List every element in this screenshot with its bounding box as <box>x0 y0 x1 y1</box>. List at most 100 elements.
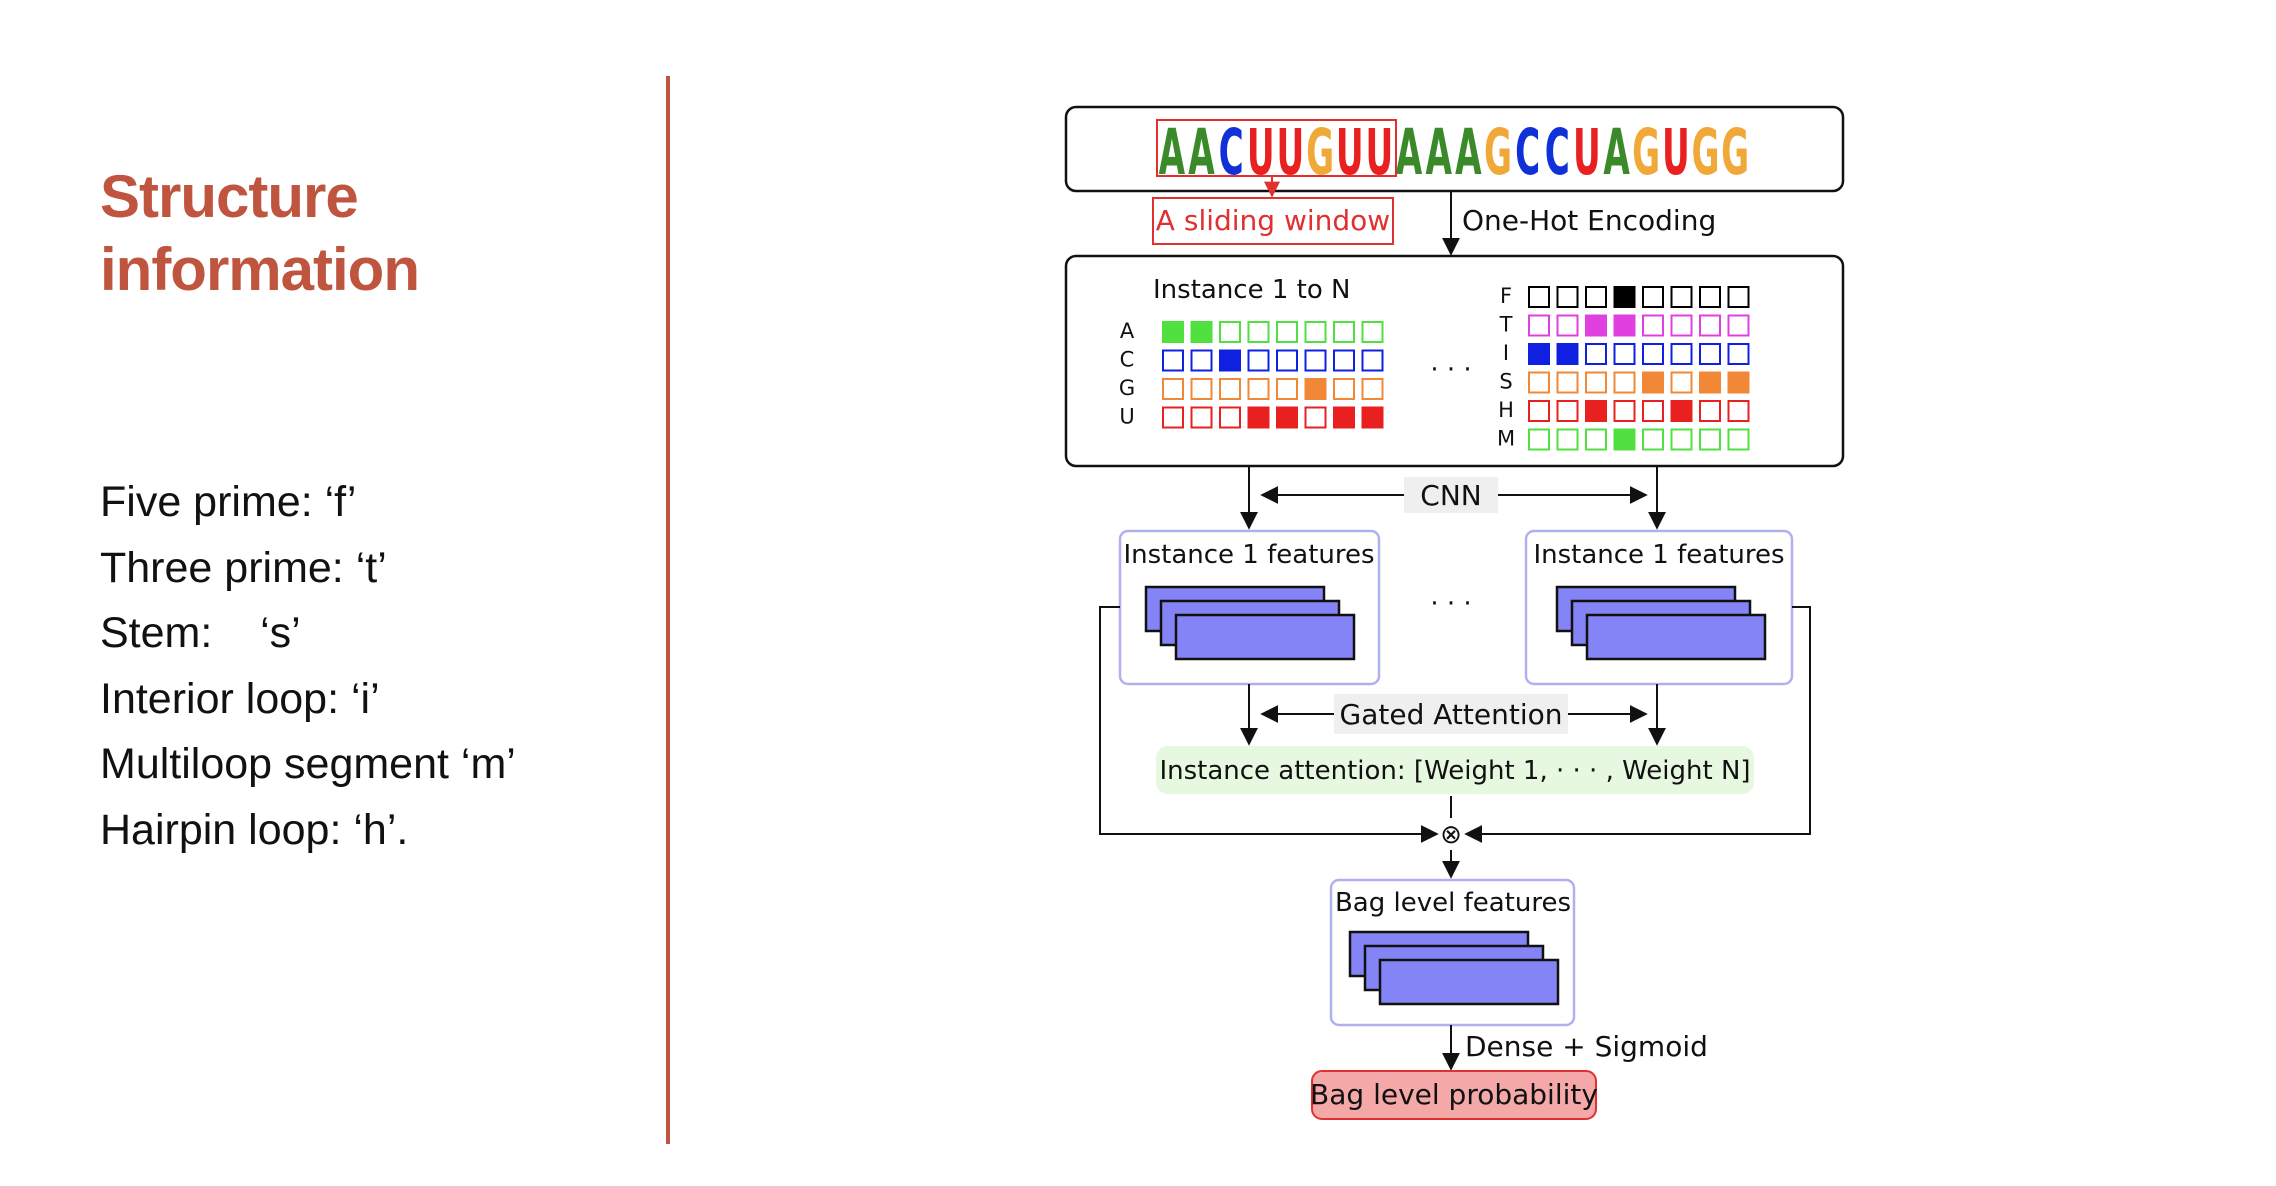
sequence-letter: A <box>1455 117 1482 190</box>
sequence-letter: A <box>1396 117 1423 190</box>
bag-probability-box <box>1311 1070 1597 1120</box>
encoding-label: One-Hot Encoding <box>1462 204 1716 237</box>
sequence-letter: U <box>1277 117 1305 190</box>
grid-row-label: I <box>1503 341 1509 365</box>
grid-row-label: T <box>1499 313 1513 337</box>
one-hot-cell <box>1219 378 1241 400</box>
one-hot-cell <box>1642 314 1664 337</box>
one-hot-cell <box>1613 286 1636 308</box>
one-hot-cell <box>1247 406 1270 429</box>
one-hot-cell <box>1699 371 1721 394</box>
sequence-letter: C <box>1219 117 1244 190</box>
cnn-label: CNN <box>1420 479 1481 512</box>
one-hot-cell <box>1585 400 1607 422</box>
one-hot-cell <box>1304 378 1327 400</box>
grid-row-label: F <box>1500 284 1512 308</box>
one-hot-cell <box>1528 286 1550 308</box>
slide-title-line-1: Structure <box>100 163 359 230</box>
one-hot-cell <box>1304 406 1327 429</box>
grid-row-label: M <box>1497 427 1515 451</box>
one-hot-cell <box>1528 371 1550 394</box>
gated-attention-label: Gated Attention <box>1340 698 1563 731</box>
grid-row-label: C <box>1120 348 1135 372</box>
one-hot-cell <box>1613 371 1636 394</box>
one-hot-cell <box>1276 406 1298 429</box>
one-hot-cell <box>1276 378 1298 400</box>
grid-row-label: U <box>1119 405 1134 429</box>
one-hot-cell <box>1190 378 1213 400</box>
grid-row-label: H <box>1498 398 1514 422</box>
one-hot-cell <box>1699 286 1721 308</box>
bag-feature-map-stack <box>1348 930 1560 1006</box>
one-hot-cell <box>1162 321 1184 343</box>
one-hot-cell <box>1727 286 1750 308</box>
sequence-letter: G <box>1721 117 1749 190</box>
bag-probability-label: Bag level probability <box>1310 1078 1598 1111</box>
instance-features-label-left: Instance 1 features <box>1123 540 1374 570</box>
sequence-letter: A <box>1159 117 1186 190</box>
sequence-letter: C <box>1515 117 1540 190</box>
one-hot-cell <box>1219 321 1241 343</box>
one-hot-cell <box>1585 314 1607 337</box>
skip-connection-left <box>1099 606 1439 843</box>
one-hot-cell <box>1190 321 1213 343</box>
grid-row-label: A <box>1120 319 1135 343</box>
one-hot-cell <box>1361 321 1384 343</box>
skip-connection-right <box>1464 606 1811 843</box>
one-hot-cell <box>1528 343 1550 365</box>
legend-item-three-prime: Three prime: ‘t’ <box>100 543 387 592</box>
one-hot-cell <box>1670 286 1693 308</box>
multiply-operator-icon: ⊗ <box>1440 820 1462 850</box>
one-hot-cell <box>1642 286 1664 308</box>
one-hot-cell <box>1361 406 1384 429</box>
sequence-letter: A <box>1603 117 1630 190</box>
instance-range-label: Instance 1 to N <box>1153 275 1350 305</box>
sliding-window-frame <box>1156 119 1397 177</box>
dense-sigmoid-label: Dense + Sigmoid <box>1465 1030 1708 1063</box>
feature-map-stack-left <box>1144 585 1356 661</box>
one-hot-cell <box>1361 349 1384 372</box>
one-hot-cell <box>1585 343 1607 365</box>
cnn-label-bg <box>1404 477 1498 513</box>
sequence-letter: U <box>1573 117 1601 190</box>
sliding-window-label: A sliding window <box>1156 204 1390 237</box>
one-hot-cell <box>1642 400 1664 422</box>
one-hot-cell <box>1585 428 1607 451</box>
one-hot-cell <box>1642 371 1664 394</box>
one-hot-cell <box>1361 378 1384 400</box>
one-hot-cell <box>1304 349 1327 372</box>
sequence-letter: A <box>1188 117 1215 190</box>
one-hot-cell <box>1190 406 1213 429</box>
one-hot-cell <box>1613 314 1636 337</box>
sequence-letter: G <box>1484 117 1512 190</box>
one-hot-cell <box>1670 343 1693 365</box>
one-hot-cell <box>1162 406 1184 429</box>
one-hot-cell <box>1162 378 1184 400</box>
nucleotide-one-hot-grid <box>1162 321 1384 429</box>
one-hot-cell <box>1727 428 1750 451</box>
one-hot-cell <box>1670 400 1693 422</box>
one-hot-cell <box>1333 321 1355 343</box>
legend-item-interior-loop: Interior loop: ‘i’ <box>100 674 380 723</box>
one-hot-cell <box>1585 371 1607 394</box>
sequence-letter: G <box>1632 117 1660 190</box>
vertical-divider <box>666 76 670 1144</box>
one-hot-cell <box>1642 428 1664 451</box>
bag-features-label: Bag level features <box>1335 888 1571 918</box>
structure-legend-list: Five prime: ‘f’ Three prime: ‘t’ Stem: ‘… <box>100 470 660 863</box>
one-hot-cell <box>1727 400 1750 422</box>
one-hot-cell <box>1556 371 1579 394</box>
grid-row-label: S <box>1499 370 1512 394</box>
sequence-letter: U <box>1336 117 1364 190</box>
sequence-letter: C <box>1545 117 1570 190</box>
one-hot-cell <box>1727 343 1750 365</box>
sequence-letter: G <box>1691 117 1719 190</box>
slide-title-line-2: information <box>100 236 420 303</box>
one-hot-cell <box>1699 343 1721 365</box>
one-hot-cell <box>1528 314 1550 337</box>
legend-item-five-prime: Five prime: ‘f’ <box>100 478 357 526</box>
